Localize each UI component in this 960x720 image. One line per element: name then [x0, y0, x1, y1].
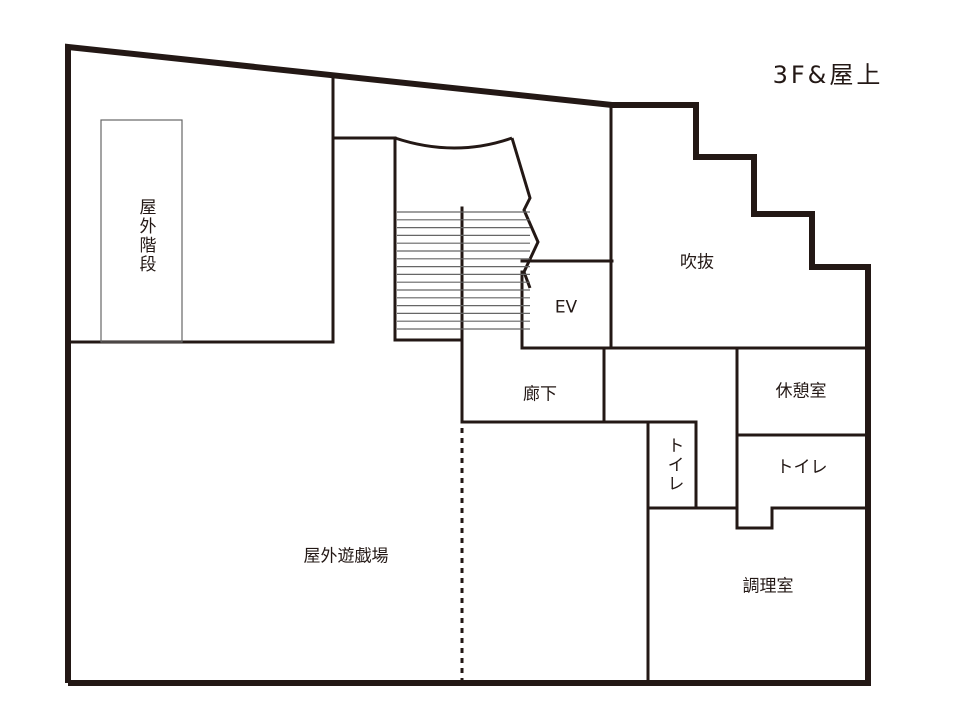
stair-break-line — [510, 137, 540, 289]
room-label-corridor: 廊下 — [523, 384, 557, 405]
room-label-playground: 屋外遊戯場 — [303, 546, 389, 567]
floor-title: 3F&屋上 — [772, 61, 884, 89]
room-label-kitchen: 調理室 — [742, 576, 794, 597]
room-label-toilet-vertical: トイレ — [663, 436, 684, 494]
outdoor-stairs-outline — [100, 119, 183, 343]
outer-wall — [65, 43, 871, 686]
room-label-lounge: 休憩室 — [775, 381, 827, 402]
wall-toilet-notch — [735, 506, 870, 530]
stair-landing-curve — [394, 136, 513, 150]
room-label-toilet: トイレ — [776, 457, 828, 478]
outer-walls — [65, 43, 871, 686]
room-label-outdoor-stairs: 屋外階段 — [135, 198, 156, 274]
inner-walls — [66, 76, 870, 685]
room-label-elevator: EV — [554, 297, 578, 318]
room-label-void: 吹抜 — [680, 252, 714, 273]
stair-treads — [397, 211, 530, 330]
